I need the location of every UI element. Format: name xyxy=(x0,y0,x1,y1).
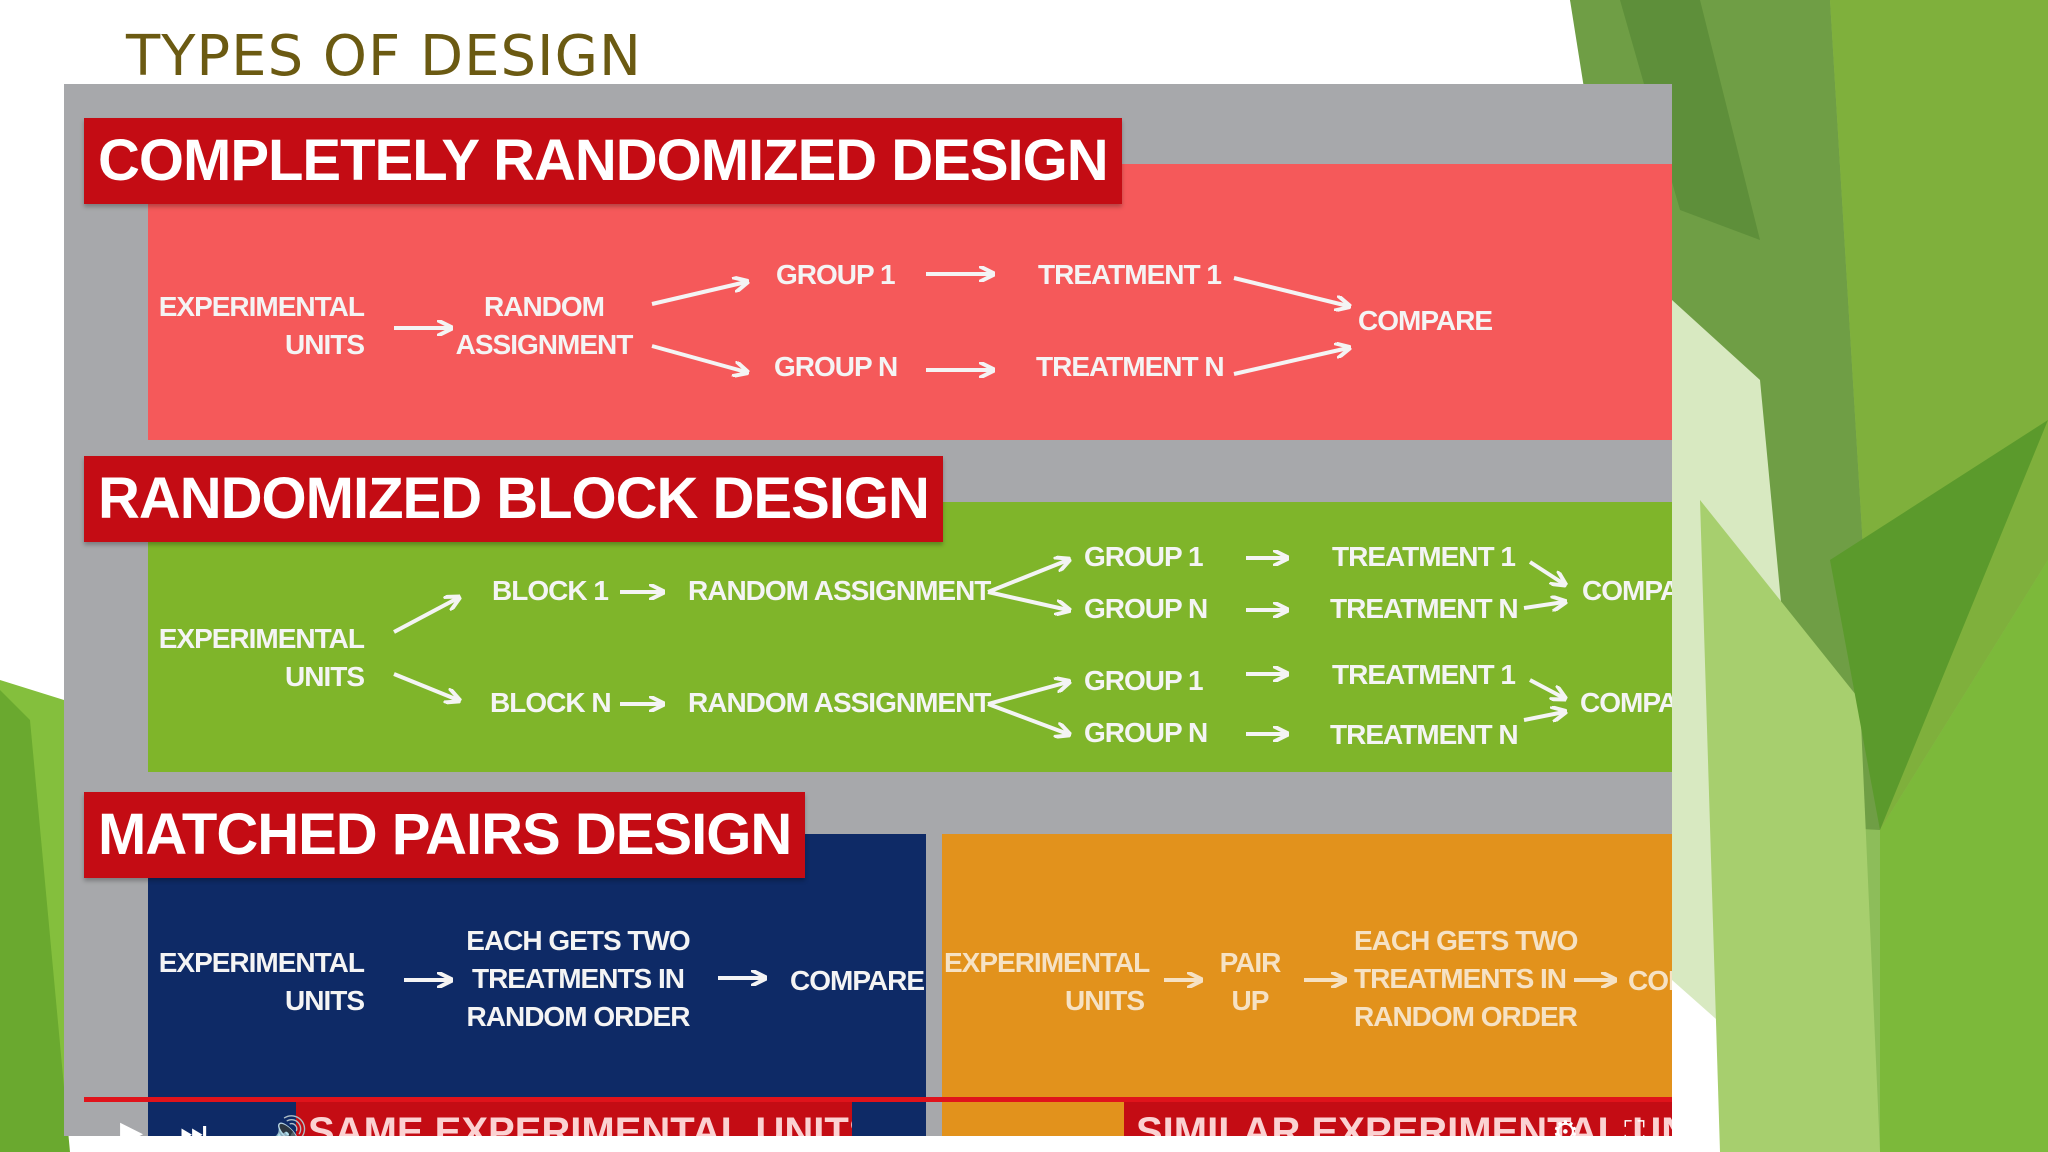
rbd-compare-1: COMPA xyxy=(1582,575,1672,606)
mp-banner: MATCHED PAIRS DESIGN xyxy=(84,792,806,878)
rbd-treatment-n-a: TREATMENT N xyxy=(1330,593,1519,624)
mp-compare-cut: COI xyxy=(1628,965,1672,996)
mp-units-right-line2: UNITS xyxy=(1065,985,1145,1016)
mp-panel-left xyxy=(148,834,926,1136)
rbd-units-line1: EXPERIMENTAL xyxy=(158,623,365,654)
rbd-treatment-1-a: TREATMENT 1 xyxy=(1332,541,1516,572)
slide-title: TYPES OF DESIGN xyxy=(126,24,642,89)
crd-group-n: GROUP N xyxy=(774,351,898,382)
play-icon[interactable]: ▶ xyxy=(120,1116,144,1137)
crd-treatment-n: TREATMENT N xyxy=(1036,351,1225,382)
crd-compare: COMPARE xyxy=(1358,305,1493,336)
rbd-assign-1: RANDOM ASSIGNMENT xyxy=(688,575,991,606)
mp-each-right-line2: TREATMENTS IN xyxy=(1354,963,1567,994)
mp-pair-line2: UP xyxy=(1231,985,1270,1016)
rbd-block-n: BLOCK N xyxy=(490,687,612,718)
mp-tab-left: SAME EXPERIMENTAL UNITS xyxy=(296,1102,852,1136)
mp-each-right-line1: EACH GETS TWO xyxy=(1354,925,1578,956)
crd-group-1: GROUP 1 xyxy=(776,259,896,290)
crd-units-line2: UNITS xyxy=(285,329,365,360)
crd-assign-line2: ASSIGNMENT xyxy=(455,329,634,360)
crd-treatment-1: TREATMENT 1 xyxy=(1038,259,1222,290)
rbd-treatment-n-b: TREATMENT N xyxy=(1330,719,1519,750)
rbd-compare-n: COMPA xyxy=(1580,687,1672,718)
mp-tab-right: SIMILAR EXPERIMENTAL UNITS xyxy=(1124,1102,1672,1136)
mp-units-right-line1: EXPERIMENTAL xyxy=(944,947,1150,978)
video-progress-bar[interactable] xyxy=(84,1097,1672,1102)
rbd-group-1-a: GROUP 1 xyxy=(1084,541,1204,572)
rbd-assign-n: RANDOM ASSIGNMENT xyxy=(688,687,991,718)
crd-units-line1: EXPERIMENTAL xyxy=(158,291,365,322)
rbd-units-line2: UNITS xyxy=(285,661,365,692)
rbd-banner: RANDOMIZED BLOCK DESIGN xyxy=(84,456,943,542)
mp-each-line1: EACH GETS TWO xyxy=(466,925,690,956)
fullscreen-icon[interactable]: ⛶ xyxy=(1624,1116,1645,1137)
mp-compare: COMPARE xyxy=(790,965,925,996)
settings-icon[interactable]: ⚙ xyxy=(1552,1116,1579,1137)
crd-panel xyxy=(148,164,1672,440)
crd-banner: COMPLETELY RANDOMIZED DESIGN xyxy=(84,118,1122,204)
mp-units-line2: UNITS xyxy=(285,985,365,1016)
volume-icon[interactable]: 🔊 xyxy=(270,1116,308,1137)
rbd-group-1-b: GROUP 1 xyxy=(1084,665,1204,696)
rbd-treatment-1-b: TREATMENT 1 xyxy=(1332,659,1516,690)
mp-pair-line1: PAIR xyxy=(1219,947,1282,978)
rbd-panel xyxy=(148,502,1672,772)
crd-assign-line1: RANDOM xyxy=(484,291,605,322)
rbd-block-1: BLOCK 1 xyxy=(492,575,609,606)
next-icon[interactable]: ⏭ xyxy=(180,1116,207,1137)
mp-units-line1: EXPERIMENTAL xyxy=(158,947,365,978)
mp-panel-right xyxy=(942,834,1672,1136)
mp-each-line3: RANDOM ORDER xyxy=(466,1001,691,1032)
video-player[interactable]: COMPLETELY RANDOMIZED DESIGN EXPERIMENTA… xyxy=(64,84,1672,1136)
rbd-group-n-a: GROUP N xyxy=(1084,593,1208,624)
mp-each-right-line3: RANDOM ORDER xyxy=(1354,1001,1578,1032)
rbd-group-n-b: GROUP N xyxy=(1084,717,1208,748)
mp-each-line2: TREATMENTS IN xyxy=(471,963,685,994)
